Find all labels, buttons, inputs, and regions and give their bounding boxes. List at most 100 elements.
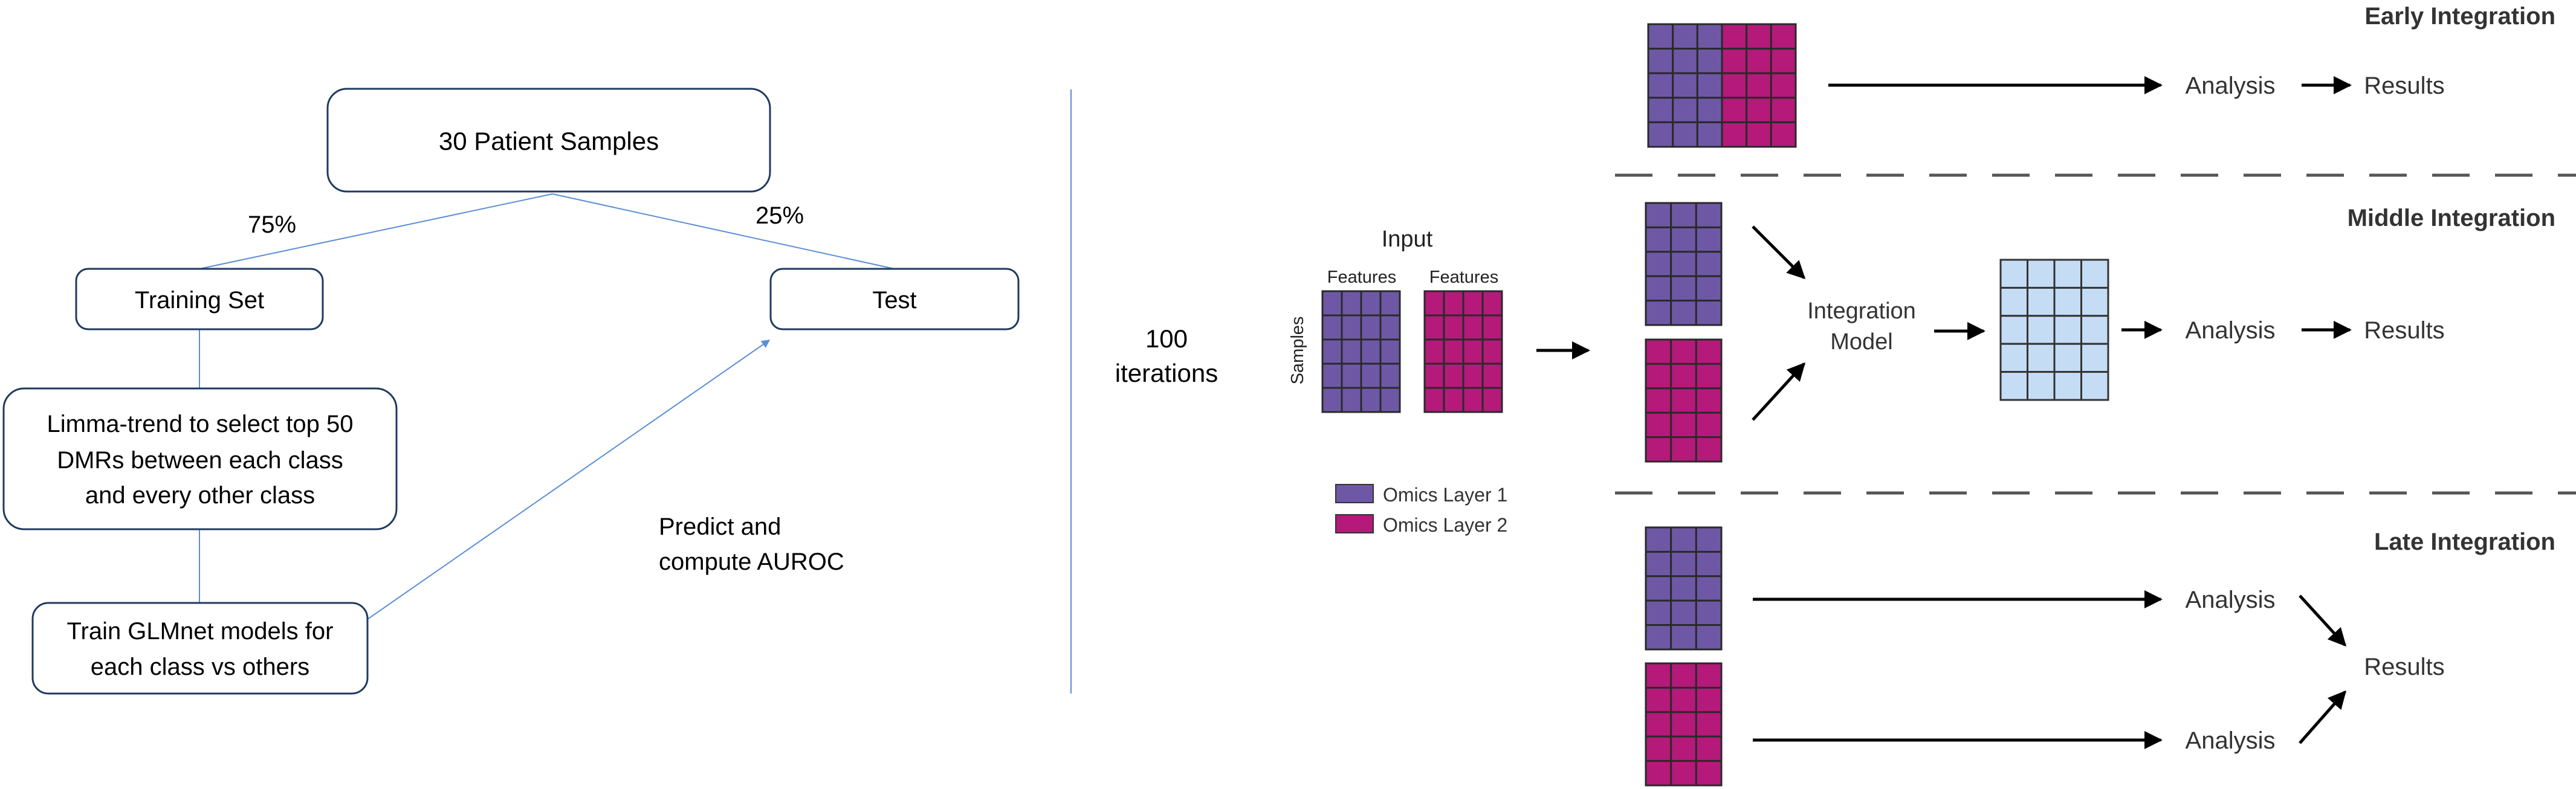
grid-cell (1443, 314, 1464, 341)
grid-cell (1670, 735, 1697, 762)
grid-cell (1672, 97, 1698, 123)
connector-split-test (552, 193, 895, 269)
grid-cell (1695, 387, 1723, 414)
features-label-2: Features (1429, 268, 1498, 287)
grid-cell (1695, 300, 1723, 326)
grid-cell (1695, 202, 1723, 228)
legend-label-layer1: Omics Layer 1 (1383, 484, 1507, 506)
test-label: Test (872, 287, 916, 314)
grid-cell (1645, 624, 1672, 651)
grid-cell (1770, 23, 1797, 50)
grid-cell (1360, 290, 1382, 317)
grid-cell (1321, 387, 1343, 413)
grid-cell (1423, 362, 1445, 389)
grid-cell (1696, 121, 1723, 148)
grid-cell (1360, 387, 1382, 413)
grid-cell (1670, 550, 1697, 578)
early-integration-title: Early Integration (2364, 3, 2555, 30)
grid-cell (1360, 338, 1382, 365)
grid-cell (1770, 121, 1797, 148)
iterations-line-2: iterations (1115, 359, 1218, 387)
grid-cell (1341, 290, 1362, 317)
grid-cell (1443, 362, 1464, 389)
arrow-late-analysis2-to-results (2299, 690, 2346, 744)
grid-cell (1443, 290, 1464, 317)
grid-cell (1670, 711, 1697, 738)
grid-cell (1746, 72, 1772, 99)
samples-label: Samples (1288, 317, 1307, 385)
grid-cell (1695, 362, 1723, 390)
grid-cell (1462, 362, 1484, 389)
grid-cell (1645, 760, 1672, 787)
predict-line-2: compute AUROC (659, 549, 844, 575)
grid-cell (1481, 387, 1503, 413)
input-layer1-grid (1321, 290, 1401, 413)
grid-cell (1321, 290, 1343, 317)
grid-cell (1672, 48, 1698, 74)
connector-split-train (199, 193, 553, 269)
limma-box: Limma-trend to select top 50 DMRs betwee… (2, 387, 398, 530)
grid-cell (1647, 72, 1674, 99)
grid-cell (1645, 202, 1672, 228)
grid-cell (1670, 300, 1697, 326)
early-layer2-grid (1721, 23, 1797, 148)
grid-cell (1695, 338, 1723, 365)
grid-cell (1670, 575, 1697, 602)
integrated-matrix-grid (1999, 259, 2109, 401)
grid-cell (1462, 314, 1484, 341)
grid-cell (1670, 362, 1697, 390)
grid-cell (1379, 290, 1401, 317)
grid-cell (1670, 624, 1697, 651)
grid-cell (1695, 275, 1723, 302)
grid-cell (1645, 735, 1672, 762)
grid-cell (1443, 338, 1464, 365)
grid-cell (2053, 286, 2082, 317)
grid-cell (2080, 286, 2109, 317)
grid-cell (1672, 23, 1698, 50)
workflow-panel: 30 Patient Samples 75% 25% Training Set … (2, 88, 1218, 695)
grid-cell (1696, 23, 1723, 50)
grid-cell (1645, 662, 1672, 689)
grid-cell (1670, 338, 1697, 365)
arrow-middle-layer1-to-model (1752, 225, 1806, 280)
late-integration-title: Late Integration (2374, 529, 2555, 555)
grid-cell (1647, 48, 1674, 74)
grid-cell (1670, 760, 1697, 787)
input-layer2-grid (1423, 290, 1503, 413)
grid-cell (2080, 371, 2109, 401)
glmnet-line-2: each class vs others (91, 654, 309, 680)
grid-cell (1462, 290, 1484, 317)
arrow-late-analysis1-to-results (2299, 594, 2347, 647)
grid-cell (1670, 251, 1697, 277)
grid-cell (1645, 411, 1672, 439)
grid-cell (1721, 97, 1748, 123)
grid-cell (1770, 48, 1797, 74)
grid-cell (1481, 338, 1503, 365)
training-set-label: Training Set (135, 287, 264, 314)
grid-cell (1721, 48, 1748, 74)
input-label: Input (1382, 227, 1433, 252)
late-results-label: Results (2364, 654, 2444, 680)
grid-cell (2053, 315, 2082, 345)
grid-cell (2080, 259, 2109, 289)
grid-cell (1721, 23, 1748, 50)
early-layer1-grid (1647, 23, 1723, 148)
grid-cell (1481, 314, 1503, 341)
grid-cell (2053, 259, 2082, 289)
early-results-label: Results (2364, 72, 2444, 99)
grid-cell (1746, 97, 1772, 123)
grid-cell (1443, 387, 1464, 413)
grid-cell (1647, 23, 1674, 50)
grid-cell (1721, 121, 1748, 148)
grid-cell (1670, 226, 1697, 253)
grid-cell (1695, 526, 1723, 553)
grid-cell (1645, 300, 1672, 326)
grid-cell (1360, 314, 1382, 341)
patients-box: 30 Patient Samples (326, 88, 771, 193)
training-set-box: Training Set (75, 268, 324, 330)
grid-cell (1645, 226, 1672, 253)
integration-model-line-1: Integration (1807, 298, 1916, 324)
grid-cell (1670, 662, 1697, 689)
grid-cell (1645, 251, 1672, 277)
grid-cell (1670, 436, 1697, 463)
